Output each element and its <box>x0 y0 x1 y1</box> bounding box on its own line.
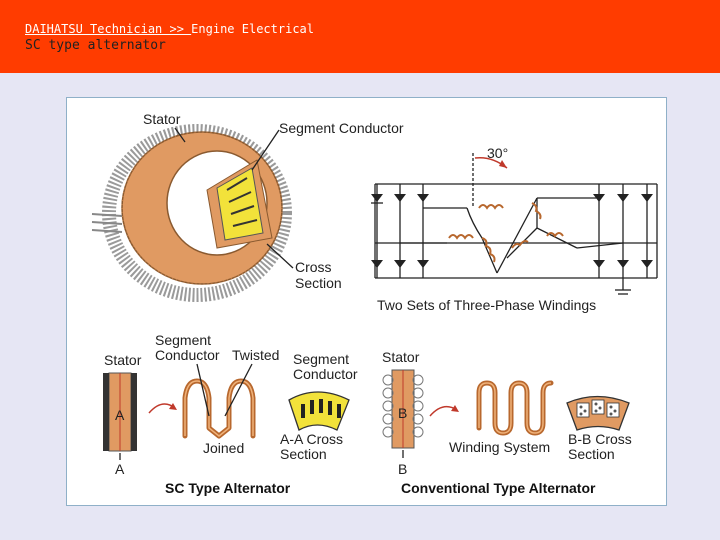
label-30-degrees: 30° <box>487 145 508 161</box>
label-stator-left: Stator <box>104 352 142 368</box>
label-a-bottom: A <box>115 461 125 477</box>
alternator-diagram: Stator Segment Conductor Cross Section <box>66 97 667 506</box>
label-bb-section: Section <box>568 446 615 462</box>
label-segment-conductor-top: Segment Conductor <box>279 120 404 136</box>
label-aa-section: Section <box>280 446 327 462</box>
breadcrumb-current: Engine Electrical <box>191 22 314 36</box>
header-bar: DAIHATSU Technician >> Engine Electrical… <box>0 0 720 73</box>
three-phase-windings-schematic <box>371 153 657 294</box>
label-segment-line1: Segment <box>155 332 211 348</box>
label-aa-cross: A-A Cross <box>280 431 343 447</box>
aa-cross-section <box>289 392 349 430</box>
label-twisted: Twisted <box>232 347 279 363</box>
label-b-bottom: B <box>398 461 407 477</box>
label-sc-type-alternator: SC Type Alternator <box>165 480 291 496</box>
breadcrumb-link[interactable]: DAIHATSU Technician >> <box>25 22 191 36</box>
label-b-top: B <box>398 405 407 421</box>
page-title: SC type alternator <box>25 38 166 53</box>
stator-ring-illustration <box>92 131 285 295</box>
bb-cross-section <box>567 397 629 431</box>
label-joined: Joined <box>203 440 244 456</box>
label-winding-system: Winding System <box>449 439 550 455</box>
label-segment-conductor-r1: Segment <box>293 351 349 367</box>
label-stator-top: Stator <box>143 111 181 127</box>
label-a-top: A <box>115 407 125 423</box>
label-stator-right: Stator <box>382 349 420 365</box>
label-section: Section <box>295 275 342 291</box>
label-segment-line2: Conductor <box>155 347 220 363</box>
label-cross: Cross <box>295 259 332 275</box>
label-segment-conductor-r2: Conductor <box>293 366 358 382</box>
label-two-sets-windings: Two Sets of Three-Phase Windings <box>377 297 596 313</box>
label-bb-cross: B-B Cross <box>568 431 632 447</box>
label-conventional-type-alternator: Conventional Type Alternator <box>401 480 596 496</box>
breadcrumb: DAIHATSU Technician >> Engine Electrical <box>25 22 314 36</box>
